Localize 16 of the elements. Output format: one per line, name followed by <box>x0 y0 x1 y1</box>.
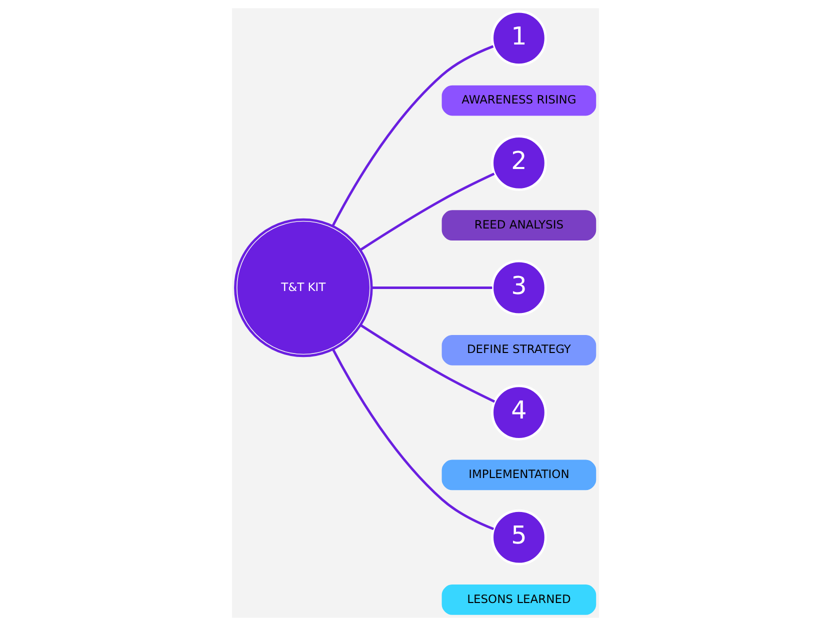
node-circle: 1 <box>490 10 546 66</box>
node-circle: T&T KIT <box>234 218 372 358</box>
node-box: DEFINE STRATEGY <box>441 334 596 366</box>
node-box: AWARENESS RISING <box>441 85 596 116</box>
node-box: IMPLEMENTATION <box>441 460 596 490</box>
node-box: LESONS LEARNED <box>441 584 596 615</box>
connector <box>359 324 495 403</box>
connector <box>371 286 492 289</box>
connector <box>331 348 494 530</box>
node-box: REED ANALYSIS <box>441 210 596 241</box>
node-circle: 5 <box>490 509 546 566</box>
node-circle: 4 <box>490 384 546 440</box>
node-circle: 3 <box>490 260 546 316</box>
connector <box>331 45 494 227</box>
connector <box>359 172 494 251</box>
node-circle: 2 <box>490 135 546 191</box>
